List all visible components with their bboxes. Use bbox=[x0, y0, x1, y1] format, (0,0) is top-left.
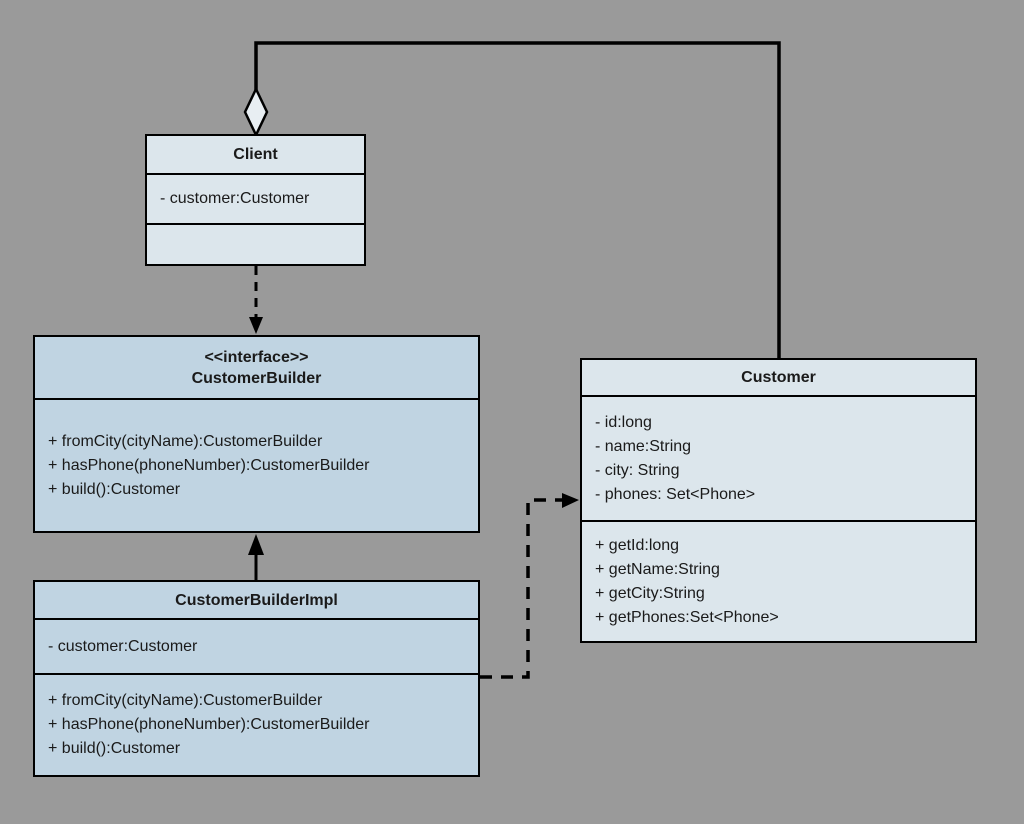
class-box-customer-builder: <<interface>> CustomerBuilder + fromCity… bbox=[33, 335, 480, 533]
attributes-compartment: - id:long - name:String - city: String - ph… bbox=[582, 397, 975, 522]
method: + hasPhone(phoneNumber):CustomerBuilder bbox=[48, 456, 370, 474]
method: + build():Customer bbox=[48, 480, 181, 498]
class-title: Customer bbox=[582, 360, 975, 397]
class-title: CustomerBuilderImpl bbox=[35, 582, 478, 620]
arrow-down-icon bbox=[249, 317, 263, 334]
stereotype-label: <<interface>> bbox=[204, 348, 309, 366]
methods-compartment: + fromCity(cityName):CustomerBuilder + ha… bbox=[35, 400, 478, 531]
attribute: - city: String bbox=[595, 461, 680, 479]
method: + hasPhone(phoneNumber):CustomerBuilder bbox=[48, 716, 370, 733]
methods-compartment: + getId:long + getName:String + getCity:St… bbox=[582, 522, 975, 641]
method: + getCity:String bbox=[595, 584, 705, 602]
method: + fromCity(cityName):CustomerBuilder bbox=[48, 692, 323, 709]
attribute: - name:String bbox=[595, 437, 692, 455]
class-box-customer: Customer - id:long - name:String - city: S… bbox=[580, 358, 977, 643]
attribute: - customer:Customer bbox=[160, 190, 310, 207]
empty-compartment bbox=[147, 225, 364, 264]
class-box-client: Client - customer:Customer bbox=[145, 134, 366, 266]
method: + getPhones:Set<Phone> bbox=[595, 608, 779, 626]
method: + getId:long bbox=[595, 536, 680, 554]
attributes-compartment: - customer:Customer bbox=[35, 620, 478, 675]
attribute: - phones: Set<Phone> bbox=[595, 485, 756, 503]
class-name: Customer bbox=[741, 369, 816, 386]
methods-compartment: + fromCity(cityName):CustomerBuilder + ha… bbox=[35, 675, 478, 775]
arrow-right-icon bbox=[562, 493, 579, 508]
arrow-up-icon bbox=[248, 534, 264, 555]
class-title: Client bbox=[147, 136, 364, 175]
class-box-customer-builder-impl: CustomerBuilderImpl - customer:Customer … bbox=[33, 580, 480, 777]
aggregation-diamond-icon bbox=[243, 86, 269, 138]
class-name: CustomerBuilder bbox=[191, 369, 322, 387]
method: + fromCity(cityName):CustomerBuilder bbox=[48, 432, 323, 450]
class-name: CustomerBuilderImpl bbox=[175, 591, 338, 609]
method: + getName:String bbox=[595, 560, 720, 578]
method: + build():Customer bbox=[48, 740, 181, 757]
attribute: - customer:Customer bbox=[48, 637, 198, 655]
class-title: <<interface>> CustomerBuilder bbox=[35, 337, 478, 400]
class-name: Client bbox=[233, 146, 278, 163]
attribute: - id:long bbox=[595, 413, 652, 431]
attributes-compartment: - customer:Customer bbox=[147, 175, 364, 225]
dependency-line-impl-customer bbox=[480, 498, 564, 679]
